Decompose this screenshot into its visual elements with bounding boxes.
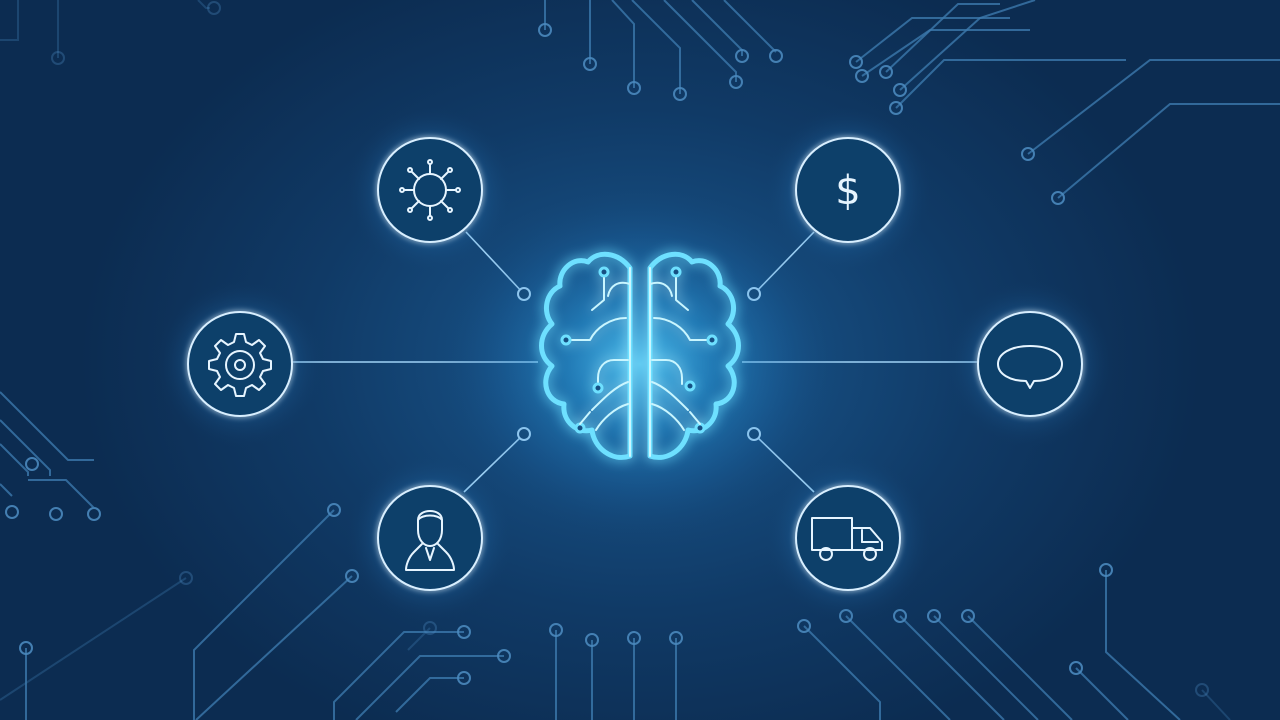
bottom-circuit-traces — [333, 621, 683, 720]
node-ring-top-left — [377, 137, 483, 243]
gear-icon — [208, 333, 272, 397]
virus-icon — [399, 159, 461, 221]
speech-bubble-icon — [997, 345, 1063, 389]
node-middle-left — [187, 311, 293, 417]
node-ring-bottom-right — [795, 485, 901, 591]
node-top-left — [377, 137, 483, 243]
node-ring-middle-right — [977, 311, 1083, 417]
node-top-right: $ — [795, 137, 901, 243]
node-ring-top-right — [795, 137, 901, 243]
brain-circuit-icon — [539, 251, 741, 460]
top-circuit-traces — [538, 0, 783, 101]
person-icon — [405, 510, 455, 571]
node-ring-middle-left — [187, 311, 293, 417]
brain-glow — [430, 179, 850, 549]
node-bottom-left — [377, 485, 483, 591]
top-left-circuit-traces — [0, 0, 221, 65]
node-ring-bottom-left — [377, 485, 483, 591]
delivery-truck-icon — [811, 517, 883, 561]
bottom-right-circuit-traces — [797, 563, 1231, 720]
top-right-circuit-traces — [849, 0, 1280, 205]
left-lower-circuit-traces — [0, 391, 359, 720]
dollar-icon: $ — [835, 168, 860, 214]
node-bottom-right — [795, 485, 901, 591]
node-middle-right — [977, 311, 1083, 417]
